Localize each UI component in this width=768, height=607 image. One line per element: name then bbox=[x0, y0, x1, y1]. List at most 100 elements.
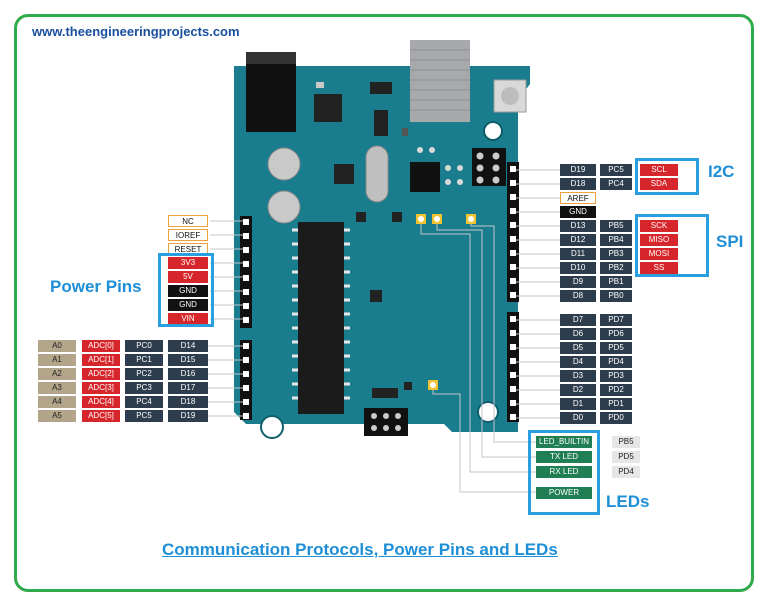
pin-label-vin: VIN bbox=[168, 313, 208, 325]
digital-pin: D17 bbox=[168, 382, 208, 394]
mounting-hole bbox=[260, 415, 284, 439]
port-pin: PB2 bbox=[600, 262, 632, 274]
reset-button bbox=[493, 79, 527, 113]
port-pin: PD5 bbox=[600, 342, 632, 354]
usb-connector bbox=[410, 40, 470, 122]
digital-pin: D11 bbox=[560, 248, 596, 260]
i2c-scl: SCL bbox=[640, 164, 678, 176]
port-pin: PB0 bbox=[600, 290, 632, 302]
atmega-chip bbox=[298, 222, 344, 414]
digital-pin: D1 bbox=[560, 398, 596, 410]
mounting-hole bbox=[477, 401, 499, 423]
capacitor bbox=[267, 190, 301, 224]
adc-channel: ADC[4] bbox=[82, 396, 120, 408]
spi-signal: SS bbox=[640, 262, 678, 274]
spi-signal: MOSI bbox=[640, 248, 678, 260]
port-pin: PD0 bbox=[600, 412, 632, 424]
leds-heading: LEDs bbox=[606, 492, 650, 511]
port-pin: PC0 bbox=[125, 340, 163, 352]
led-label-tx: TX LED bbox=[536, 451, 592, 463]
digital-pin: D10 bbox=[560, 262, 596, 274]
port-pin: PC2 bbox=[125, 368, 163, 380]
digital-pin: D4 bbox=[560, 356, 596, 368]
digital-pin: D18 bbox=[560, 178, 596, 190]
spi-signal: MISO bbox=[640, 234, 678, 246]
caption-title: Communication Protocols, Power Pins and … bbox=[162, 540, 558, 559]
digital-pin: D6 bbox=[560, 328, 596, 340]
led-label-rx: RX LED bbox=[536, 466, 592, 478]
i2c-sda: SDA bbox=[640, 178, 678, 190]
digital-pin: D12 bbox=[560, 234, 596, 246]
power-header bbox=[240, 216, 252, 328]
led-port-pin: PD5 bbox=[612, 451, 640, 463]
digital-pin: D0 bbox=[560, 412, 596, 424]
digital-pin: D19 bbox=[560, 164, 596, 176]
analog-pin: A3 bbox=[38, 382, 76, 394]
digital-pin: D3 bbox=[560, 370, 596, 382]
port-pin: PD3 bbox=[600, 370, 632, 382]
led-port-pin: PD4 bbox=[612, 466, 640, 478]
adc-channel: ADC[1] bbox=[82, 354, 120, 366]
led-indicator bbox=[466, 214, 476, 224]
leds-highlight bbox=[528, 430, 600, 515]
digital-pin: D19 bbox=[168, 410, 208, 422]
pin-label-gnd: GND bbox=[560, 206, 596, 218]
frame-border bbox=[14, 14, 754, 592]
icsp-header-bottom bbox=[364, 408, 408, 436]
pin-label-ioref: IOREF bbox=[168, 229, 208, 241]
port-pin: PB1 bbox=[600, 276, 632, 288]
pin-leader-lines bbox=[208, 169, 560, 493]
adc-channel: ADC[2] bbox=[82, 368, 120, 380]
mounting-hole bbox=[483, 121, 503, 141]
analog-pin: A2 bbox=[38, 368, 76, 380]
pin-label-gnd: GND bbox=[168, 299, 208, 311]
pin-label-nc: NC bbox=[168, 215, 208, 227]
port-pin: PD6 bbox=[600, 328, 632, 340]
site-url: www.theengineeringprojects.com bbox=[32, 24, 240, 39]
digital-header-bottom bbox=[507, 312, 519, 422]
led-label-builtin: LED_BUILTIN bbox=[536, 436, 592, 448]
digital-pin: D7 bbox=[560, 314, 596, 326]
i2c-heading: I2C bbox=[708, 162, 735, 181]
digital-pin: D13 bbox=[560, 220, 596, 232]
digital-pin: D16 bbox=[168, 368, 208, 380]
port-pin: PD4 bbox=[600, 356, 632, 368]
usb-chip bbox=[410, 162, 440, 192]
port-pin: PC5 bbox=[125, 410, 163, 422]
port-pin: PB3 bbox=[600, 248, 632, 260]
pin-label-3v3: 3V3 bbox=[168, 257, 208, 269]
power-pins-highlight bbox=[158, 253, 214, 327]
power-pins-heading: Power Pins bbox=[50, 277, 142, 296]
led-indicator bbox=[428, 380, 438, 390]
analog-pin: A4 bbox=[38, 396, 76, 408]
pin-label-5v: 5V bbox=[168, 271, 208, 283]
led-indicator bbox=[432, 214, 442, 224]
digital-pin: D5 bbox=[560, 342, 596, 354]
adc-channel: ADC[0] bbox=[82, 340, 120, 352]
digital-pin: D9 bbox=[560, 276, 596, 288]
digital-pin: D15 bbox=[168, 354, 208, 366]
icsp-header bbox=[472, 148, 506, 186]
pin-label-gnd: GND bbox=[168, 285, 208, 297]
spi-signal: SCK bbox=[640, 220, 678, 232]
analog-pin: A1 bbox=[38, 354, 76, 366]
port-pin: PC4 bbox=[125, 396, 163, 408]
i2c-highlight bbox=[635, 158, 699, 195]
analog-pin: A0 bbox=[38, 340, 76, 352]
crystal bbox=[365, 145, 389, 203]
power-jack bbox=[246, 52, 296, 132]
port-pin: PC5 bbox=[600, 164, 632, 176]
port-pin: PD2 bbox=[600, 384, 632, 396]
digital-pin: D14 bbox=[168, 340, 208, 352]
led-indicator bbox=[416, 214, 426, 224]
led-port-pin: PB5 bbox=[612, 436, 640, 448]
port-pin: PB4 bbox=[600, 234, 632, 246]
digital-pin: D18 bbox=[168, 396, 208, 408]
port-pin: PB5 bbox=[600, 220, 632, 232]
digital-pin: D2 bbox=[560, 384, 596, 396]
spi-highlight bbox=[635, 214, 709, 277]
port-pin: PD1 bbox=[600, 398, 632, 410]
port-pin: PC3 bbox=[125, 382, 163, 394]
port-pin: PC1 bbox=[125, 354, 163, 366]
